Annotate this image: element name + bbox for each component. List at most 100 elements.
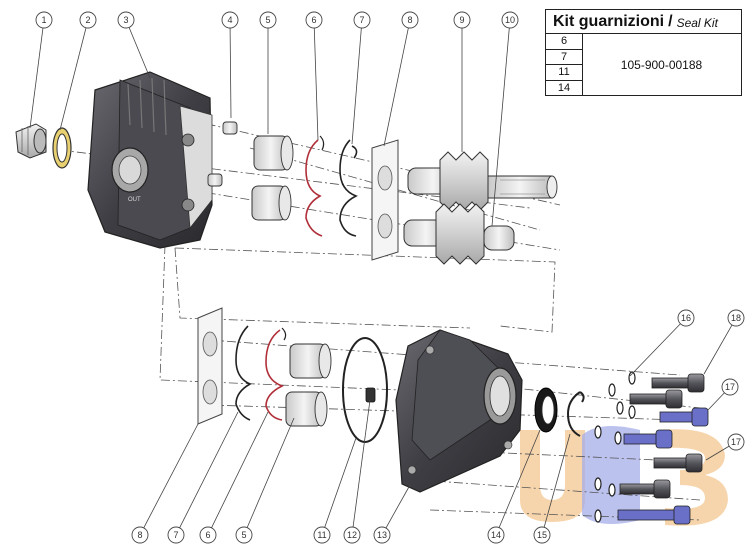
callout-12: 12 <box>343 399 371 544</box>
callout-balloon <box>487 526 505 544</box>
callout-14: 14 <box>487 429 541 544</box>
part-16-washers <box>594 371 636 523</box>
callout-balloon <box>501 11 519 29</box>
callout-7: 7 <box>167 411 239 544</box>
callout-18: 18 <box>703 309 745 375</box>
callout-number: 1 <box>41 15 46 25</box>
callout-number: 10 <box>505 15 515 25</box>
seal-kit-item: 14 <box>557 81 571 94</box>
callout-9: 9 <box>453 11 471 152</box>
part-12-pin <box>365 387 376 403</box>
callout-number: 2 <box>85 15 90 25</box>
callout-leader-line <box>491 27 510 227</box>
callout-15: 15 <box>533 433 571 544</box>
callout-number: 14 <box>491 530 501 540</box>
callout-number: 11 <box>317 530 326 540</box>
callout-balloon <box>79 11 97 29</box>
callout-8: 8 <box>131 423 199 544</box>
callout-balloon <box>727 433 745 451</box>
callout-leader-line <box>352 399 371 528</box>
callout-balloon <box>131 526 149 544</box>
callout-17: 17 <box>705 433 745 461</box>
callout-5: 5 <box>235 417 295 544</box>
callout-balloon <box>343 526 361 544</box>
part-11-o-ring <box>342 337 388 443</box>
callout-3: 3 <box>117 11 151 79</box>
callout-number: 13 <box>377 530 387 540</box>
callout-leader-line <box>703 324 733 375</box>
callout-balloon <box>35 11 53 29</box>
part-1-plug <box>15 123 47 159</box>
seal-kit-item: 6 <box>546 34 582 50</box>
callout-10: 10 <box>491 11 519 227</box>
part-6-seal-bottom <box>265 327 287 421</box>
callout-16: 16 <box>629 309 695 377</box>
callout-leader-line <box>313 27 319 141</box>
callout-number: 6 <box>311 15 316 25</box>
callout-balloon <box>221 11 239 29</box>
callout-11: 11 <box>313 437 357 544</box>
callout-balloon <box>167 526 185 544</box>
part-14-shaft-seal <box>534 387 558 433</box>
callout-balloon <box>117 11 135 29</box>
callout-leader-line <box>543 433 571 528</box>
callout-leader-line <box>246 417 295 528</box>
part-5-bushings-top <box>251 135 294 221</box>
callout-leader-line <box>29 27 44 129</box>
callout-number: 17 <box>725 382 735 392</box>
callout-balloon <box>721 378 739 396</box>
callout-leader-line <box>705 445 730 461</box>
callout-leader-line <box>351 27 362 145</box>
part-3-front-cover: OUT <box>87 71 213 249</box>
part-8-bearing-plate-top <box>371 139 399 261</box>
callout-leader-line <box>629 323 681 377</box>
callout-number: 9 <box>459 15 464 25</box>
callout-number: 3 <box>123 15 128 25</box>
callout-balloon <box>533 526 551 544</box>
callout-8: 8 <box>383 11 419 147</box>
callout-leader-line <box>59 27 87 131</box>
seal-kit-code: 105-900-00188 <box>620 57 703 72</box>
part-2-washer <box>52 127 72 169</box>
seal-kit-item: 7 <box>546 50 582 65</box>
callout-number: 15 <box>537 530 547 540</box>
callout-balloon <box>235 526 253 544</box>
callout-number: 16 <box>681 313 691 323</box>
seal-kit-header: Kit guarnizioni / Seal Kit <box>546 10 741 34</box>
part-13-rear-body <box>395 329 523 493</box>
part-8-bearing-plate-bottom <box>197 307 223 425</box>
seal-kit-item-numbers: 6 7 11 14 <box>546 34 583 95</box>
part-15-circlip <box>566 391 585 437</box>
part-7-retainer-bottom <box>235 325 252 421</box>
callout-leader-line <box>179 411 239 529</box>
callout-number: 12 <box>347 530 357 540</box>
callout-leader-line <box>143 423 199 529</box>
callout-5: 5 <box>259 11 277 134</box>
port-label: OUT <box>128 197 141 203</box>
seal-kit-subtitle: Seal Kit <box>676 15 718 30</box>
callout-leader-line <box>128 27 151 79</box>
callout-13: 13 <box>373 484 411 544</box>
part-17-18-bolts <box>617 373 709 525</box>
callout-leader-line <box>324 437 357 528</box>
callout-balloon <box>677 309 695 327</box>
part-10-driven-gear <box>403 203 515 265</box>
callout-leader-line <box>383 27 409 147</box>
callout-balloon <box>401 11 419 29</box>
callout-2: 2 <box>59 11 97 131</box>
callout-balloon <box>305 11 323 29</box>
callout-balloon <box>199 526 217 544</box>
part-7-retainer-top <box>339 139 358 237</box>
part-6-seal-top <box>305 135 325 237</box>
callout-balloon <box>727 309 745 327</box>
callout-number: 17 <box>731 437 741 447</box>
callout-number: 18 <box>731 313 741 323</box>
seal-kit-item: 11 <box>546 65 582 81</box>
seal-kit-title: Kit guarnizioni <box>553 12 665 30</box>
callout-leader-line <box>385 484 411 529</box>
callout-leader-line <box>211 411 269 528</box>
seal-kit-table: Kit guarnizioni / Seal Kit 6 7 11 14 105… <box>545 9 742 96</box>
callout-number: 6 <box>205 530 210 540</box>
callout-1: 1 <box>29 11 53 129</box>
